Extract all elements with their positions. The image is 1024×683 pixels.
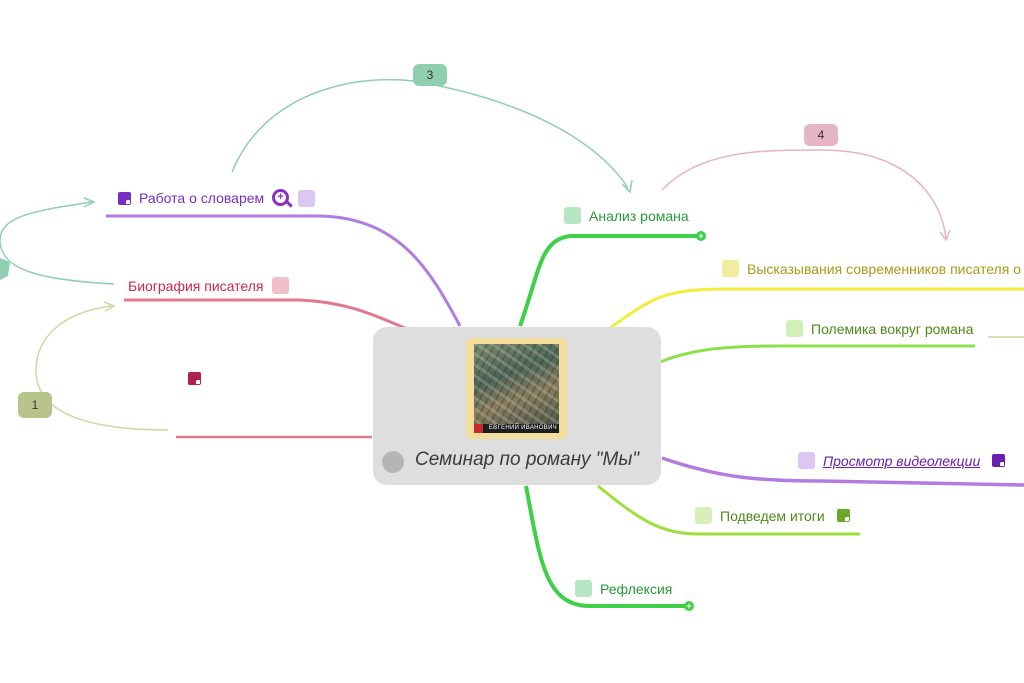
cover-author-text: ЕВГЕНИЙ ИВАНОВИЧ	[488, 425, 557, 431]
color-swatch	[564, 207, 581, 224]
relation-arrow-3	[621, 179, 633, 194]
node-label-slovar: Работа о словарем	[139, 190, 265, 206]
node-slovar[interactable]: Работа о словарем +	[118, 189, 316, 208]
branch-line-analiz	[518, 234, 700, 327]
node-label-video[interactable]: Просмотр видеолекции	[823, 452, 981, 469]
relation-arc-1	[35, 305, 169, 431]
node-biografiya[interactable]: Биография писателя	[128, 277, 289, 294]
node-label-vyskazyvaniya: Высказывания современников писателя о р	[747, 260, 1024, 277]
branch-line-itogi	[597, 484, 860, 536]
node-analiz[interactable]: Анализ романа	[564, 207, 689, 224]
node-label-biografiya: Биография писателя	[128, 277, 264, 294]
relation-arc-left-top	[0, 201, 115, 285]
cover-band: ЕВГЕНИЙ ИВАНОВИЧ	[474, 424, 559, 433]
node-label-analiz: Анализ романа	[589, 207, 689, 224]
color-swatch	[298, 189, 316, 207]
color-swatch	[575, 580, 592, 597]
zoom-in-icon[interactable]: +	[272, 189, 293, 208]
relation-arrow-1	[103, 301, 116, 312]
relation-arrow-left-top	[83, 197, 96, 208]
relation-arrow-4	[939, 229, 951, 242]
node-label-polemika: Полемика вокруг романа	[811, 320, 974, 337]
node-vyskazyvaniya[interactable]: Высказывания современников писателя о р	[722, 260, 1024, 277]
branch-line-slovar	[106, 214, 462, 327]
relation-badge-1[interactable]: 1	[18, 392, 52, 418]
book-cover-image: ЕВГЕНИЙ ИВАНОВИЧ	[466, 338, 567, 439]
branch-line-refleksiya	[524, 485, 688, 608]
branch-line-vyskazyvaniya	[609, 287, 1024, 330]
branch-line-biografiya	[124, 298, 411, 332]
color-swatch	[271, 277, 289, 294]
node-refleksiya[interactable]: Рефлексия	[575, 580, 672, 597]
color-swatch	[798, 452, 815, 469]
relation-arc-4	[661, 149, 947, 239]
relation-arc-3	[231, 78, 629, 189]
branch-line-polemika	[659, 344, 975, 364]
relation-badge-4[interactable]: 4	[804, 124, 838, 146]
note-icon[interactable]	[836, 509, 850, 522]
relation-badge-3[interactable]: 3	[413, 64, 447, 86]
cover-artwork	[474, 344, 559, 432]
color-swatch	[722, 260, 739, 277]
color-swatch	[786, 320, 803, 337]
central-topic[interactable]: ЕВГЕНИЙ ИВАНОВИЧ Семинар по роману "Мы"	[373, 327, 661, 485]
note-icon[interactable]	[188, 372, 201, 385]
node-polemika[interactable]: Полемика вокруг романа	[786, 320, 973, 337]
branch-line-video	[661, 456, 1024, 487]
collapse-icon[interactable]	[382, 451, 404, 473]
note-icon[interactable]	[992, 454, 1006, 467]
central-title: Семинар по роману "Мы"	[415, 449, 640, 470]
node-label-itogi: Подведем итоги	[720, 507, 825, 524]
expand-plus-icon[interactable]: +	[684, 601, 694, 611]
node-video[interactable]: Просмотр видеолекции	[798, 452, 1006, 469]
node-itogi[interactable]: Подведем итоги	[695, 507, 850, 524]
expand-plus-icon[interactable]: +	[696, 231, 706, 241]
left-partial-badge	[0, 258, 10, 280]
note-icon[interactable]	[118, 191, 131, 205]
node-label-refleksiya: Рефлексия	[600, 580, 673, 597]
color-swatch	[695, 507, 712, 524]
